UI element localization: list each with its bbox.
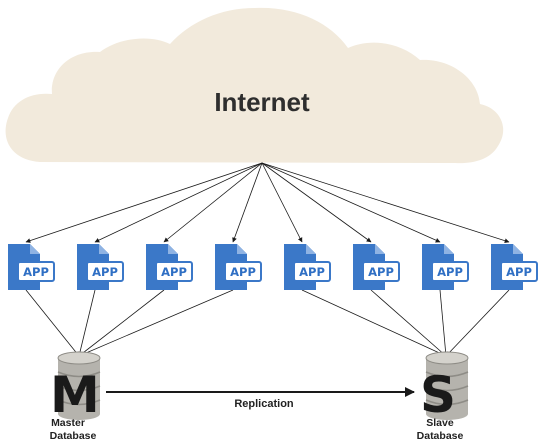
app-to-database-line (25, 289, 80, 357)
app-to-database-line (78, 289, 234, 357)
app-to-database-line (78, 289, 165, 357)
app-icon: APP (8, 244, 55, 290)
app-icon: APP (146, 244, 193, 290)
app-icon: APP (77, 244, 124, 290)
app-icon: APP (491, 244, 538, 290)
cloud-to-app-line (261, 162, 510, 243)
cloud-to-app-line (261, 162, 441, 243)
cloud-to-app-line (94, 162, 263, 243)
database-icon (57, 351, 101, 420)
app-to-database-line (445, 289, 510, 357)
replication-arrow: Replication (106, 387, 415, 410)
app-icon: APP (284, 244, 331, 290)
slave-label-line2: Database (417, 430, 464, 442)
cloud-to-app-line (261, 162, 303, 243)
app-label: APP (92, 265, 118, 279)
app-to-database-line (370, 289, 447, 357)
app-label: APP (23, 265, 49, 279)
internet-label: Internet (214, 87, 310, 117)
app-label: APP (506, 265, 532, 279)
app-icon: APP (215, 244, 262, 290)
slave-label-line1: Slave (426, 417, 454, 429)
slave-letter: S (420, 366, 456, 424)
app-label: APP (230, 265, 256, 279)
app-icon: APP (422, 244, 469, 290)
cloud-to-app-line (163, 162, 263, 243)
app-label: APP (437, 265, 463, 279)
connection-lines (25, 162, 510, 357)
slave-database: S (420, 351, 469, 424)
app-to-database-line (439, 289, 448, 357)
app-label: APP (299, 265, 325, 279)
replication-label: Replication (234, 398, 294, 410)
app-row: APP APP APP APP APP APP APP APP (8, 244, 538, 290)
app-icon: APP (353, 244, 400, 290)
app-label: APP (368, 265, 394, 279)
app-label: APP (161, 265, 187, 279)
cloud-to-app-line (232, 162, 263, 243)
master-label-line2: Database (50, 430, 97, 442)
app-to-database-line (301, 289, 447, 357)
master-letter: M (50, 366, 100, 424)
master-label-line1: Master (51, 417, 85, 429)
cloud-to-app-line (25, 162, 263, 243)
cloud-to-app-line (261, 162, 372, 243)
database-icon (425, 351, 469, 420)
app-to-database-line (77, 289, 96, 357)
master-database: M (50, 351, 101, 424)
internet-cloud: Internet (5, 7, 504, 164)
